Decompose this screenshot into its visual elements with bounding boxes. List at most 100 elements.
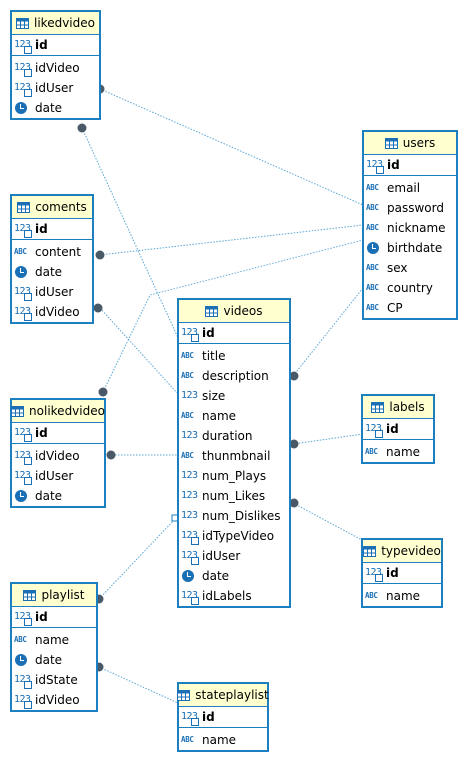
column-row[interactable]: date	[12, 650, 96, 670]
text-type-icon: ABC	[366, 203, 379, 212]
fk-dot	[289, 439, 299, 449]
numeric-type-icon: 123	[181, 390, 198, 401]
table-icon	[17, 201, 31, 213]
column-row[interactable]: date	[179, 566, 289, 586]
entity-title: likedvideo	[34, 16, 95, 30]
entity-header[interactable]: typevideo	[363, 540, 441, 563]
numeric-type-icon: 123	[181, 430, 198, 441]
column-name: email	[387, 181, 421, 195]
edge-likedvideo-users	[99, 88, 364, 206]
column-name: idVideo	[35, 693, 80, 707]
text-type-icon: ABC	[365, 591, 378, 600]
text-type-icon: ABC	[14, 635, 27, 644]
column-row[interactable]: birthdate	[364, 238, 456, 258]
text-type-icon: ABC	[365, 447, 378, 456]
numeric-type-icon: 123	[181, 490, 198, 501]
primary-key-numeric-icon: 123	[181, 710, 199, 726]
table-icon	[16, 17, 30, 29]
entity-header[interactable]: labels	[363, 396, 433, 419]
column-name: num_Dislikes	[202, 509, 281, 523]
entity-header[interactable]: coments	[12, 196, 92, 219]
column-row[interactable]: date	[12, 486, 104, 506]
date-type-icon	[14, 489, 31, 503]
column-name: title	[202, 349, 226, 363]
fk-dot	[289, 371, 299, 381]
date-type-icon	[14, 101, 31, 115]
column-name: thunmbnail	[202, 449, 271, 463]
foreign-key-numeric-icon: 123	[181, 589, 199, 605]
entity-title: nolikedvideo	[29, 404, 105, 418]
entity-header[interactable]: stateplaylist	[177, 684, 269, 707]
entity-header[interactable]: nolikedvideo	[11, 400, 105, 423]
entity-header[interactable]: users	[364, 132, 456, 155]
column-row[interactable]: 123 num_Dislikes	[179, 506, 289, 526]
foreign-key-numeric-icon: 123	[14, 305, 32, 321]
column-name: id	[35, 426, 48, 440]
column-row[interactable]: date	[12, 98, 99, 118]
numeric-type-icon: 123	[181, 510, 198, 521]
text-type-icon: ABC	[181, 735, 194, 744]
column-name: id	[35, 38, 48, 52]
column-row[interactable]: date	[12, 262, 92, 282]
foreign-key-numeric-icon: 123	[14, 693, 32, 709]
column-name: date	[35, 265, 63, 279]
column-name: idUser	[35, 81, 74, 95]
date-type-icon	[14, 653, 31, 667]
numeric-type-icon: 123	[181, 470, 198, 481]
entity-header[interactable]: likedvideo	[12, 12, 99, 35]
entity-title: users	[402, 136, 436, 150]
entity-header[interactable]: videos	[179, 300, 289, 323]
table-icon	[23, 589, 37, 601]
entity-header[interactable]: playlist	[12, 584, 96, 607]
date-type-icon	[181, 569, 198, 583]
